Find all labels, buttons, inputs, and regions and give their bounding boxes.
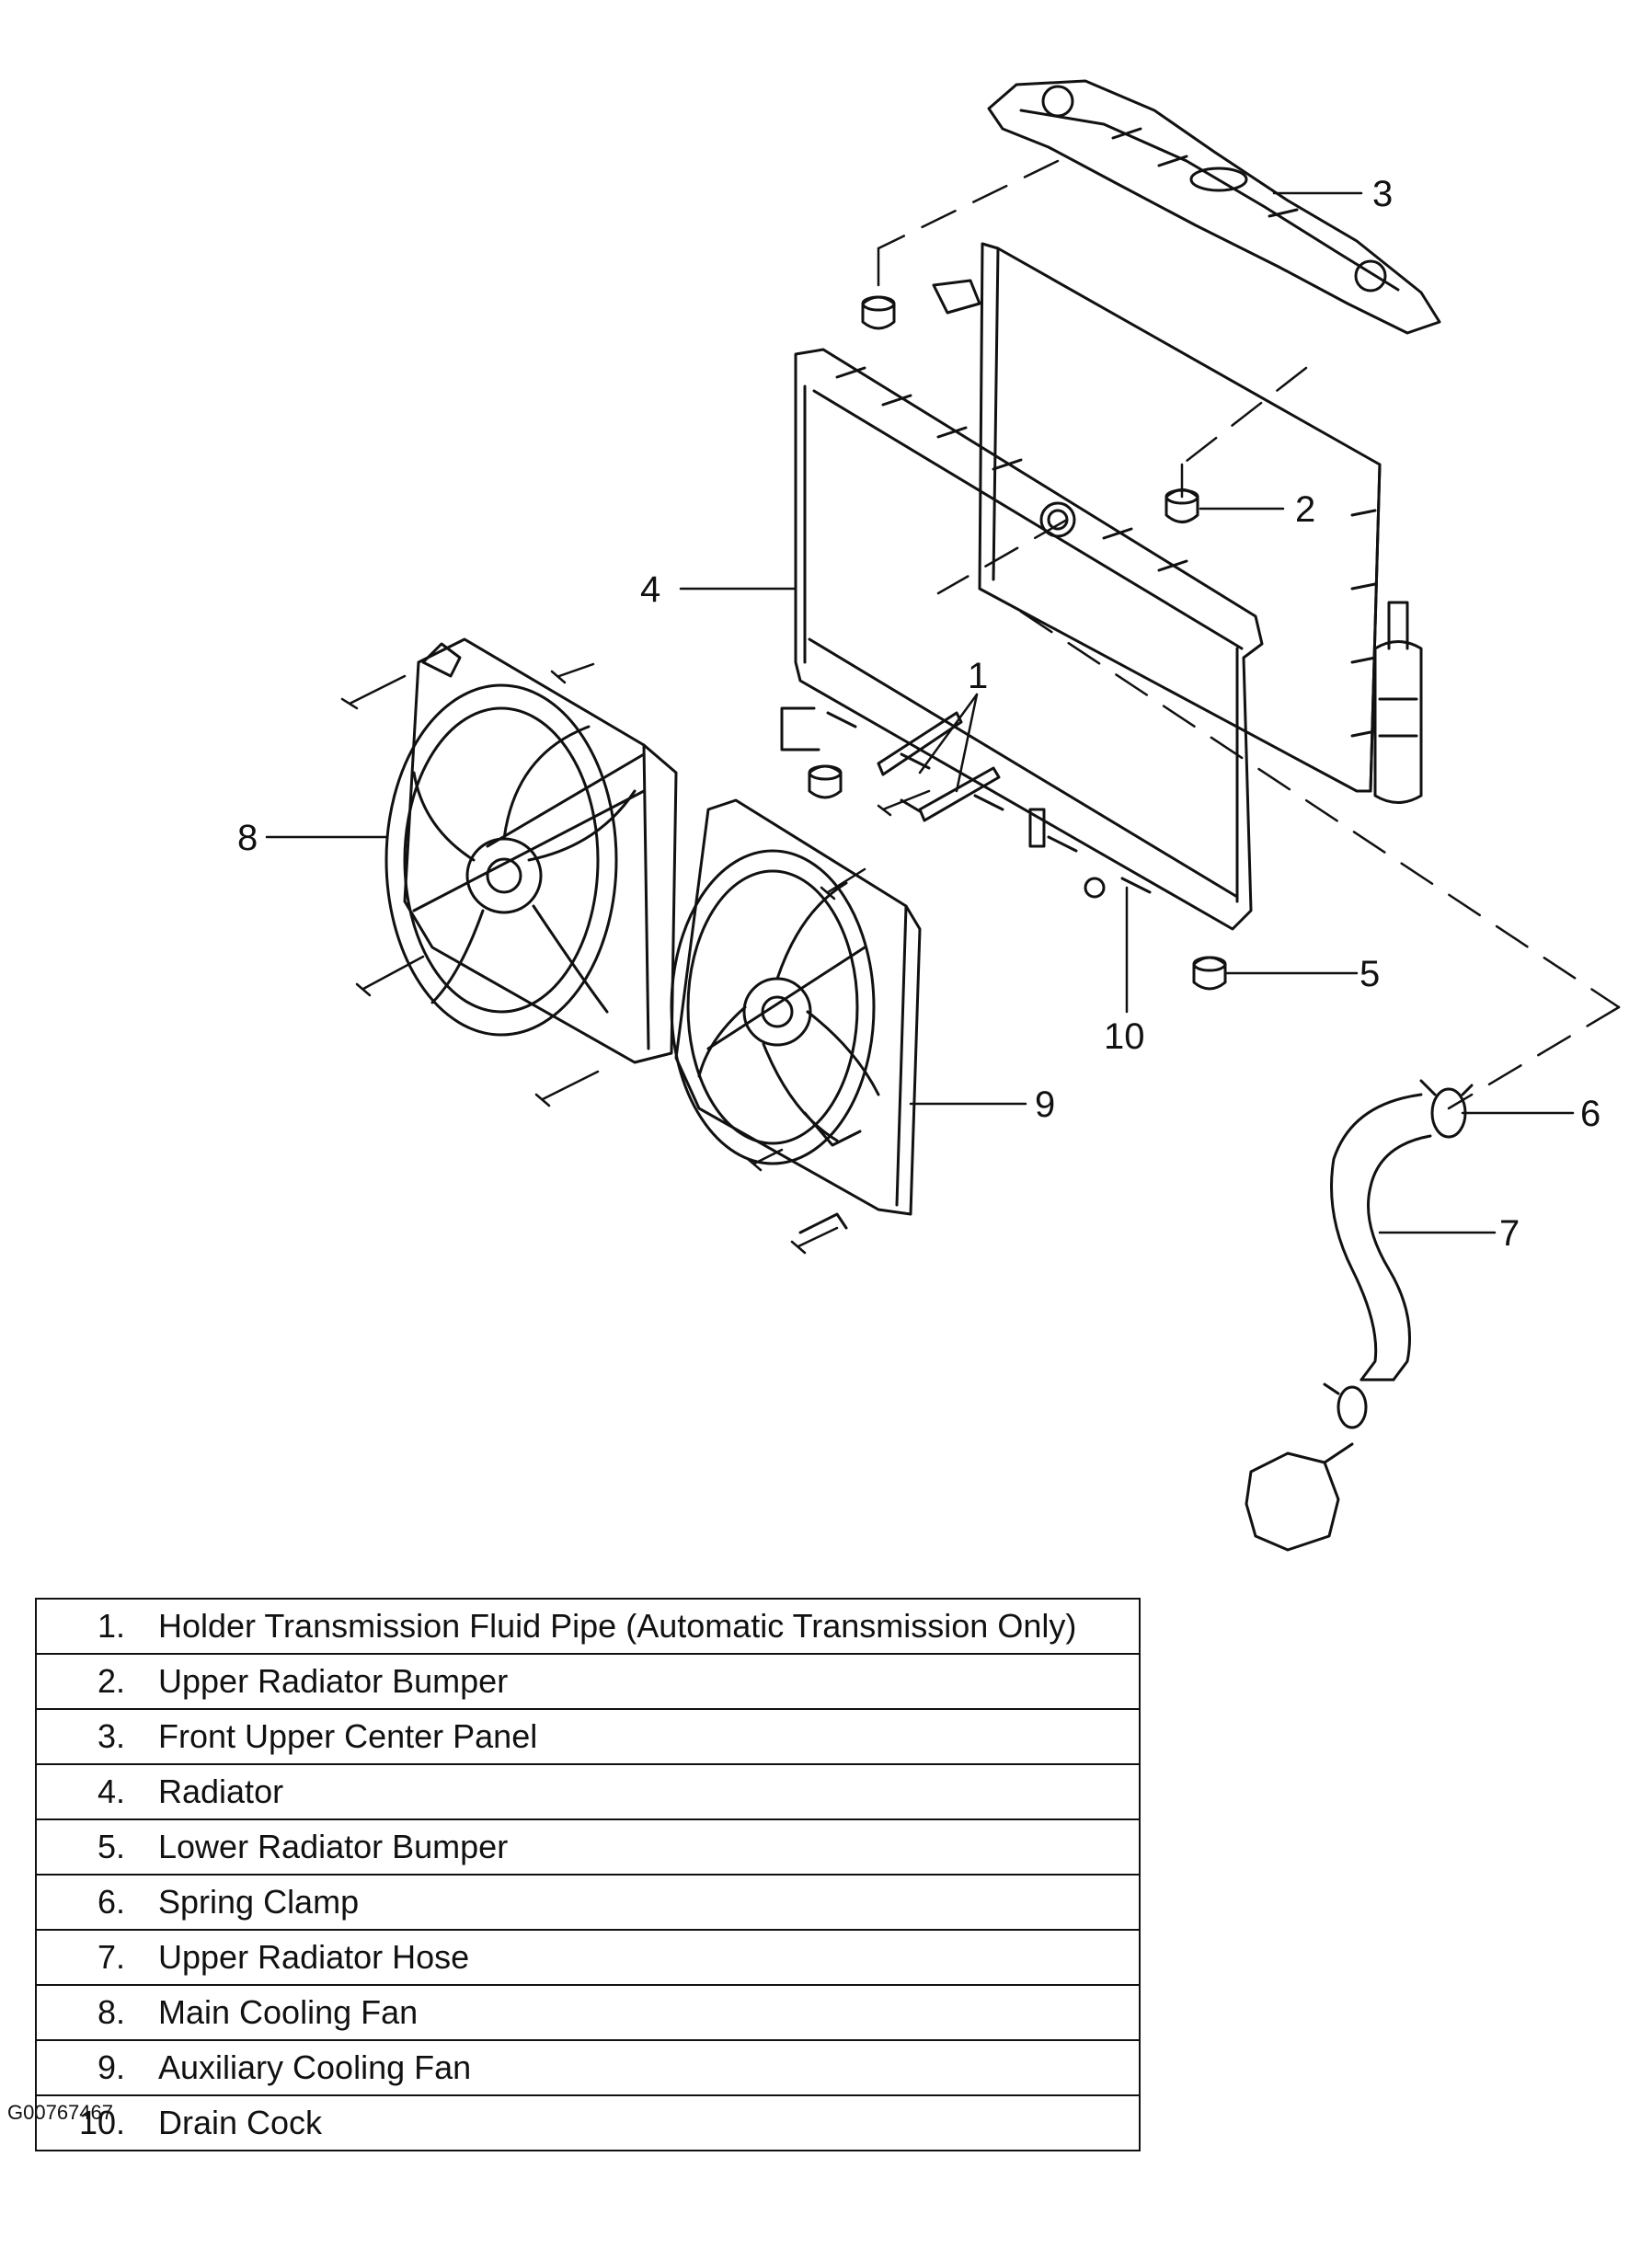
legend-number: 9. xyxy=(35,2039,145,2096)
callout-3: 3 xyxy=(1372,174,1393,214)
spring-clamp xyxy=(1419,1079,1474,1139)
legend-label: Front Upper Center Panel xyxy=(145,1708,1141,1765)
main-cooling-fan xyxy=(384,637,678,1064)
upper-radiator-bumper xyxy=(1164,488,1199,523)
legend-number: 1. xyxy=(35,1598,145,1655)
legend-row: 1.Holder Transmission Fluid Pipe (Automa… xyxy=(35,1598,1141,1655)
legend-label: Upper Radiator Bumper xyxy=(145,1653,1141,1710)
legend-row: 10.Drain Cock xyxy=(35,2094,1141,2151)
front-upper-center-panel xyxy=(987,79,1441,335)
legend-label: Spring Clamp xyxy=(145,1874,1141,1931)
legend-row: 4.Radiator xyxy=(35,1763,1141,1820)
legend-number: 7. xyxy=(35,1929,145,1986)
parts-legend-table: 1.Holder Transmission Fluid Pipe (Automa… xyxy=(35,1598,1141,2151)
legend-row: 7.Upper Radiator Hose xyxy=(35,1929,1141,1986)
legend-number: 6. xyxy=(35,1874,145,1931)
lower-radiator-bumper xyxy=(1192,956,1227,991)
legend-number: 10. xyxy=(35,2094,145,2151)
legend-row: 8.Main Cooling Fan xyxy=(35,1984,1141,2041)
legend-row: 2.Upper Radiator Bumper xyxy=(35,1653,1141,1710)
legend-label: Radiator xyxy=(145,1763,1141,1820)
auxiliary-cooling-fan xyxy=(670,798,922,1234)
legend-label: Drain Cock xyxy=(145,2094,1141,2151)
receiver-drier xyxy=(1373,601,1423,804)
condenser xyxy=(932,242,1382,793)
thermostat-housing xyxy=(1245,1442,1354,1552)
exploded-parts-diagram: 1 2 3 4 5 6 7 8 9 10 xyxy=(237,79,1621,1552)
upper-radiator-bumper-left xyxy=(861,295,896,330)
legend-row: 9.Auxiliary Cooling Fan xyxy=(35,2039,1141,2096)
callout-8: 8 xyxy=(237,818,258,858)
legend-label: Main Cooling Fan xyxy=(145,1984,1141,2041)
spring-clamp-lower xyxy=(1323,1382,1368,1429)
callout-10: 10 xyxy=(1104,1016,1145,1057)
legend-row: 6.Spring Clamp xyxy=(35,1874,1141,1931)
callout-numbers: 1 2 3 4 5 6 7 8 9 10 xyxy=(237,174,1600,1254)
legend-number: 2. xyxy=(35,1653,145,1710)
callout-1: 1 xyxy=(968,656,988,696)
screws xyxy=(340,662,931,1255)
callout-7: 7 xyxy=(1499,1213,1520,1254)
figure-id: G00767467 xyxy=(7,2101,113,2124)
alignment-lines xyxy=(877,159,1621,1110)
legend-label: Auxiliary Cooling Fan xyxy=(145,2039,1141,2096)
callout-6: 6 xyxy=(1580,1094,1600,1134)
legend-number: 4. xyxy=(35,1763,145,1820)
upper-radiator-hose xyxy=(1330,1093,1432,1382)
legend-label: Lower Radiator Bumper xyxy=(145,1818,1141,1876)
callout-2: 2 xyxy=(1295,489,1315,530)
legend-row: 5.Lower Radiator Bumper xyxy=(35,1818,1141,1876)
radiator xyxy=(780,348,1264,931)
legend-row: 3.Front Upper Center Panel xyxy=(35,1708,1141,1765)
leader-lines xyxy=(265,191,1575,1234)
callout-5: 5 xyxy=(1359,954,1380,994)
legend-label: Holder Transmission Fluid Pipe (Automati… xyxy=(145,1598,1141,1655)
legend-number: 3. xyxy=(35,1708,145,1765)
callout-9: 9 xyxy=(1035,1084,1055,1125)
legend-number: 5. xyxy=(35,1818,145,1876)
lower-radiator-bumper-left xyxy=(808,764,843,799)
legend-label: Upper Radiator Hose xyxy=(145,1929,1141,1986)
legend-number: 8. xyxy=(35,1984,145,2041)
callout-4: 4 xyxy=(640,569,660,610)
